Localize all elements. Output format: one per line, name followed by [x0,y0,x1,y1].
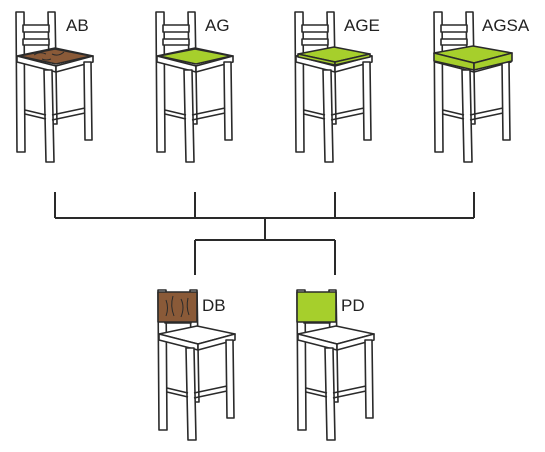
stool-ag-footrest-front-lower [191,112,226,121]
stool-pd-footrest-front [332,385,367,394]
stool-db-front-right-leg [225,339,235,419]
stool-label-pd: PD [341,296,365,315]
stool-age-front-right-leg [362,61,372,141]
stool-agsa-back-rail-mid [440,38,468,46]
stool-agsa-lime-upholstery-right [473,52,513,71]
stool-db-rear-left-leg [157,289,168,431]
stool-agsa-front-right-leg [501,61,511,141]
stool-db-footrest-left [166,387,189,394]
stool-pd-footrest-left-lower [305,391,328,398]
stool-ab-walnut-seat [18,48,92,65]
stools-group [15,11,513,441]
stool-pd-front-left-leg [324,347,336,441]
stool-ag-footrest-front [191,107,226,116]
stool-age-footrest-left-lower [303,113,326,120]
stool-ag-rear-left-leg [155,11,166,153]
stool-pd-backrest-panel [296,291,337,323]
stool-label-ab: AB [66,16,89,35]
stool-ag-lime-cushion [158,48,232,65]
stool-age-rear-left-leg [294,11,305,153]
stool-age-back-rail-top [301,24,329,33]
stool-pd-footrest-front-lower [332,390,367,399]
stool-label-age: AGE [344,16,380,35]
stool-ab-footrest-left-lower [24,113,47,120]
stool-ag [155,11,234,163]
stool-ab-front-right-leg [83,61,93,141]
stool-age-footrest-front-lower [330,112,365,121]
stool-ab-back-rail-mid [22,38,50,46]
stool-age-footrest-left [303,109,326,116]
stool-agsa-front-left-leg [461,69,473,163]
stool-agsa-footrest-left-lower [442,113,465,120]
stool-db-footrest-left-lower [166,391,189,398]
stool-ab-back-rail-top [22,24,50,33]
stool-ag-seat-front-right [195,55,234,73]
stool-agsa [433,11,513,163]
stool-label-agsa: AGSA [482,16,530,35]
stool-age [294,11,373,163]
stool-ag-back-rail-mid [162,38,190,46]
stool-age-back-rail-mid [301,38,329,46]
stool-ab [15,11,94,163]
stool-pd-front-right-leg [364,339,374,419]
stool-ab-seat-front-right [55,55,94,73]
stool-db-footrest-front-lower [193,390,228,399]
stool-ag-front-right-leg [223,61,233,141]
stool-db [157,289,236,441]
stool-age-lime-cushion-edge-right [334,53,371,66]
stool-db-wood-grain [165,295,190,318]
stool-ab-front-left-leg [43,69,55,163]
stool-ag-back-rail-top [162,24,190,33]
stool-age-footrest-front [330,107,365,116]
stool-db-footrest-front [193,385,228,394]
stool-ab-wood-grain [33,51,65,61]
stool-ab-footrest-front [51,107,86,116]
stool-agsa-footrest-left [442,109,465,116]
stool-pd-footrest-left [305,387,328,394]
stool-label-ag: AG [205,16,230,35]
stool-ag-front-left-leg [183,69,195,163]
stool-label-db: DB [202,296,226,315]
stool-pd [296,289,375,441]
stool-pd-seat-front-right [336,333,375,351]
stool-db-backrest-panel [157,291,198,323]
stool-ag-footrest-left [164,109,187,116]
stool-ag-footrest-left-lower [164,113,187,120]
stool-agsa-back-rail-top [440,24,468,33]
connector-tree [54,192,475,275]
stool-db-seat-front-right [197,333,236,351]
stool-ab-footrest-left [24,109,47,116]
stool-agsa-rear-left-leg [433,11,444,153]
stool-age-front-left-leg [322,69,334,163]
stool-db-front-left-leg [185,347,197,441]
stool-ab-rear-left-leg [15,11,26,153]
stool-agsa-footrest-front-lower [469,112,504,121]
stool-agsa-footrest-front [469,107,504,116]
stool-pd-rear-left-leg [296,289,307,431]
stool-ab-footrest-front-lower [51,112,86,121]
